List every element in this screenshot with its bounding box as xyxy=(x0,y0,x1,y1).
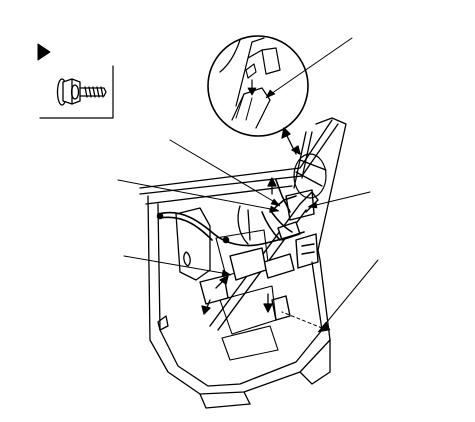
window-regulator xyxy=(199,189,319,331)
arrow-down-icon xyxy=(263,303,273,313)
detail-circle xyxy=(207,35,309,137)
legend-frame xyxy=(39,65,114,119)
arrow-down-icon xyxy=(201,305,211,315)
callout-lower-right-leader xyxy=(321,259,379,329)
arrow-up-icon xyxy=(267,177,277,187)
arrow-down-icon xyxy=(291,145,301,155)
legend-box xyxy=(37,43,114,119)
flange-bolt-icon xyxy=(56,78,107,106)
arrow-up-icon xyxy=(281,127,291,139)
play-marker-icon xyxy=(37,43,51,61)
callout-upper-right-leader xyxy=(267,37,353,97)
callout-lower-left-leader xyxy=(123,255,229,275)
callout-lower-right-dotted xyxy=(281,311,323,329)
detail-view-magnified xyxy=(207,35,353,137)
cable-harness xyxy=(156,179,305,247)
arrow-up-icon xyxy=(219,275,229,285)
callout-upper-left-leader xyxy=(169,139,279,205)
motion-arrows xyxy=(201,127,301,315)
door-shell xyxy=(147,195,331,409)
callout-leaders xyxy=(117,139,379,333)
callout-mid-left-leader xyxy=(117,179,277,211)
callout-mid-right-leader xyxy=(311,191,371,207)
window-frame xyxy=(139,117,347,251)
